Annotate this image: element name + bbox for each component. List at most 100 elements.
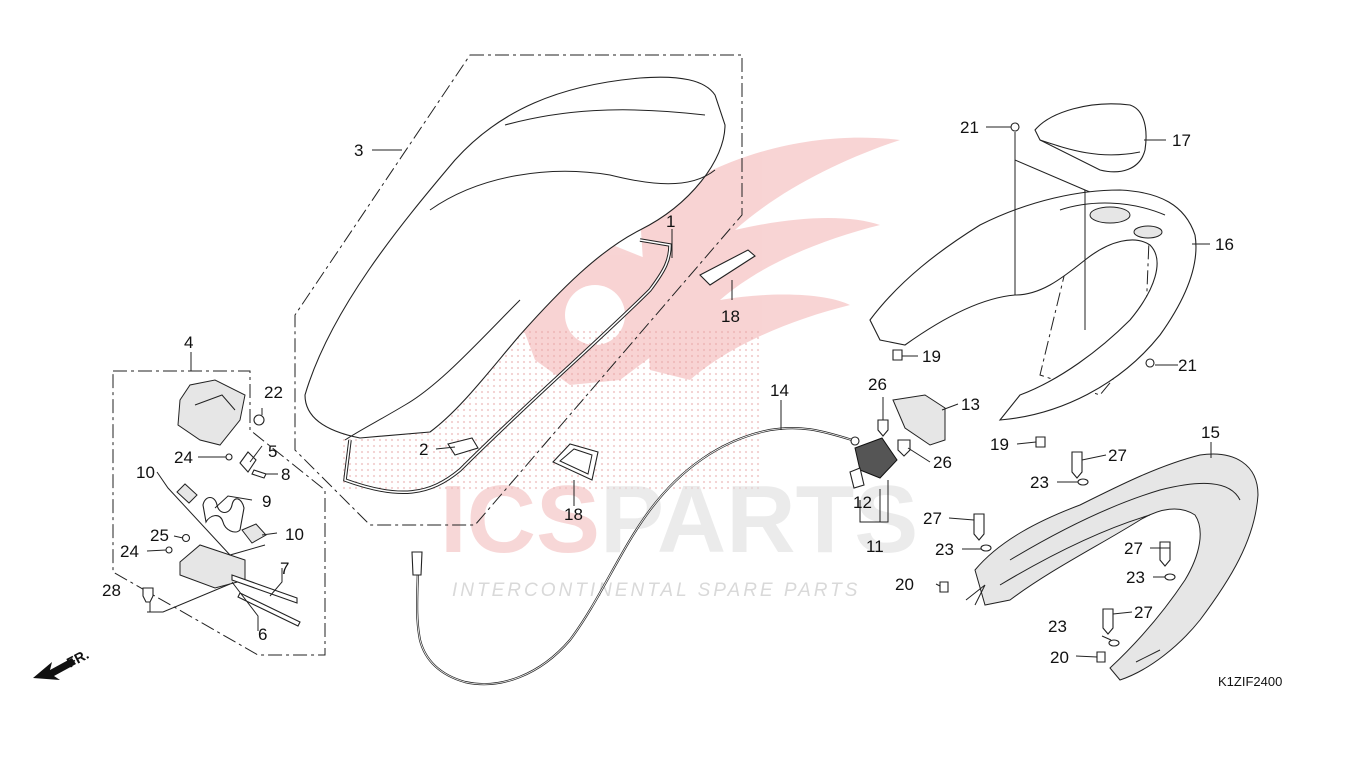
- callout-27-d[interactable]: 27: [1134, 603, 1153, 622]
- rear-frame-15[interactable]: [974, 453, 1259, 681]
- callout-4[interactable]: 4: [184, 333, 193, 352]
- callout-15[interactable]: 15: [1201, 423, 1220, 442]
- bolt-28[interactable]: [142, 587, 154, 603]
- callout-27-b[interactable]: 27: [923, 509, 942, 528]
- clip-20-upper[interactable]: [939, 581, 949, 593]
- callout-9[interactable]: 9: [262, 492, 271, 511]
- seat-cushion[interactable]: [304, 76, 726, 439]
- callout-14[interactable]: 14: [770, 381, 789, 400]
- callout-18-lower[interactable]: 18: [564, 505, 583, 524]
- callout-24-upper[interactable]: 24: [174, 448, 193, 467]
- washer-23-a[interactable]: [1077, 478, 1089, 486]
- diagram-code: K1ZIF2400: [1218, 674, 1282, 689]
- callout-13[interactable]: 13: [961, 395, 980, 414]
- rear-cowl-16[interactable]: [869, 189, 1197, 421]
- callout-10-left[interactable]: 10: [136, 463, 155, 482]
- clip-24-upper[interactable]: [225, 453, 233, 461]
- spring-12[interactable]: [849, 467, 865, 489]
- seat-assembly[interactable]: [304, 76, 726, 441]
- clip-20-lower[interactable]: [1096, 651, 1106, 663]
- callout-19-lower[interactable]: 19: [990, 435, 1009, 454]
- seat-catch-parts[interactable]: [849, 394, 946, 489]
- callout-3[interactable]: 3: [354, 141, 363, 160]
- nut-22[interactable]: [253, 414, 265, 426]
- callout-5[interactable]: 5: [268, 442, 277, 461]
- watermark-tagline: INTERCONTINENTAL SPARE PARTS: [452, 580, 860, 601]
- callout-7[interactable]: 7: [280, 559, 289, 578]
- callout-6[interactable]: 6: [258, 625, 267, 644]
- cowl-opening-right: [1133, 225, 1163, 239]
- callout-23-a[interactable]: 23: [1030, 473, 1049, 492]
- latch-plate-5[interactable]: [239, 451, 257, 473]
- front-direction-indicator: FR.: [33, 646, 91, 680]
- callout-21-lower[interactable]: 21: [1178, 356, 1197, 375]
- front-arrow-icon: [33, 658, 76, 680]
- callout-18-upper[interactable]: 18: [721, 307, 740, 326]
- watermark-brand-ics: ICS: [440, 466, 600, 573]
- callout-21-upper[interactable]: 21: [960, 118, 979, 137]
- clip-24-lower[interactable]: [165, 546, 173, 554]
- bolt-27-d[interactable]: [1102, 608, 1114, 635]
- callout-8[interactable]: 8: [281, 465, 290, 484]
- bolt-26-upper[interactable]: [877, 419, 889, 437]
- callout-12[interactable]: 12: [853, 493, 872, 512]
- seat-lock-parts[interactable]: [142, 379, 301, 627]
- pin-8[interactable]: [251, 469, 267, 479]
- callout-1[interactable]: 1: [666, 212, 675, 231]
- washer-23-d[interactable]: [1108, 639, 1120, 647]
- seat-lock-cover-4[interactable]: [177, 379, 246, 446]
- seat-pad-2[interactable]: [447, 437, 479, 456]
- callout-26-upper[interactable]: 26: [868, 375, 887, 394]
- callout-labels: 1 2 3 4 5 6 7 8 9 10 10 11 12 13 14 15 1…: [102, 118, 1234, 667]
- leader-lines: [146, 126, 1212, 663]
- watermark-brand-parts: PARTS: [600, 466, 918, 573]
- callout-23-c[interactable]: 23: [1126, 568, 1145, 587]
- shaft-6[interactable]: [237, 592, 301, 627]
- callout-27-c[interactable]: 27: [1124, 539, 1143, 558]
- washer-23-c[interactable]: [1164, 573, 1176, 581]
- seat-gasket-inner: [344, 239, 671, 494]
- spring-9[interactable]: [202, 496, 245, 533]
- cable-end[interactable]: [850, 436, 860, 446]
- bolt-21-lower[interactable]: [1145, 358, 1155, 368]
- callout-26-lower[interactable]: 26: [933, 453, 952, 472]
- callout-19-upper[interactable]: 19: [922, 347, 941, 366]
- callout-10-right[interactable]: 10: [285, 525, 304, 544]
- cowl-opening-left: [1089, 206, 1131, 224]
- rear-seat-cap-17[interactable]: [1034, 103, 1147, 173]
- seat-edge-line: [344, 299, 521, 441]
- callout-20-upper[interactable]: 20: [895, 575, 914, 594]
- seat-step-line: [504, 109, 706, 126]
- callout-11[interactable]: 11: [866, 537, 884, 556]
- collar-10-right[interactable]: [241, 523, 267, 544]
- callout-25[interactable]: 25: [150, 526, 169, 545]
- callout-22[interactable]: 22: [264, 383, 283, 402]
- bolt-27-b[interactable]: [973, 513, 985, 541]
- seat-group-outline: [294, 54, 743, 526]
- callout-17[interactable]: 17: [1172, 131, 1191, 150]
- callout-2[interactable]: 2: [419, 440, 428, 459]
- callout-28[interactable]: 28: [102, 581, 121, 600]
- seat-stitch-line: [429, 169, 716, 211]
- bolt-27-c[interactable]: [1159, 541, 1171, 567]
- cable-sleeve: [411, 551, 423, 576]
- callout-24-lower[interactable]: 24: [120, 542, 139, 561]
- callout-23-b[interactable]: 23: [935, 540, 954, 559]
- seat-lock-group-outline: [112, 370, 326, 656]
- clip-19-upper[interactable]: [892, 349, 903, 361]
- callout-23-d[interactable]: 23: [1048, 617, 1067, 636]
- seat-catch-bracket-13[interactable]: [892, 394, 946, 446]
- callout-20-lower[interactable]: 20: [1050, 648, 1069, 667]
- bolt-26-lower[interactable]: [897, 439, 911, 457]
- callout-27-a[interactable]: 27: [1108, 446, 1127, 465]
- collar-10-left[interactable]: [176, 483, 198, 504]
- washer-23-b[interactable]: [980, 544, 992, 552]
- callout-16[interactable]: 16: [1215, 235, 1234, 254]
- clip-19-lower[interactable]: [1035, 436, 1046, 448]
- bolt-21-upper[interactable]: [1010, 122, 1020, 132]
- bolt-27-a[interactable]: [1071, 451, 1083, 479]
- seat-catch-12[interactable]: [854, 437, 898, 479]
- seat-bumper-18-upper[interactable]: [699, 249, 756, 286]
- clip-25[interactable]: [181, 533, 191, 543]
